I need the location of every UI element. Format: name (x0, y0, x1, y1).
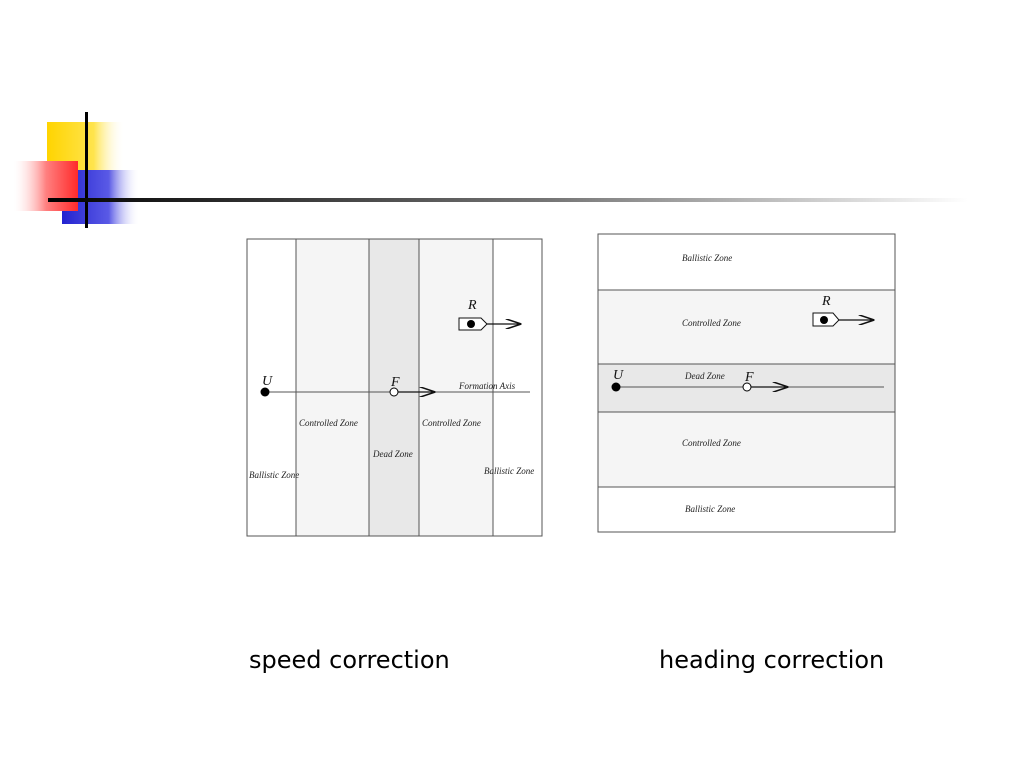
point-f-label: F (390, 375, 400, 390)
controlled-zone-left-label: Controlled Zone (299, 418, 358, 428)
ballistic-zone-left-label: Ballistic Zone (249, 470, 299, 480)
dead-zone-label: Dead Zone (372, 449, 413, 459)
controlled-zone-left (295, 238, 370, 537)
dead-zone-label: Dead Zone (684, 371, 725, 381)
ballistic-zone-right (492, 238, 543, 537)
header-rule (48, 198, 968, 202)
controlled-zone-top-label: Controlled Zone (682, 318, 741, 328)
logo-red-square (14, 161, 78, 211)
point-u-marker (260, 387, 270, 397)
controlled-zone-bottom-label: Controlled Zone (682, 438, 741, 448)
ballistic-zone-right-label: Ballistic Zone (484, 466, 534, 476)
ballistic-zone-bottom-label: Ballistic Zone (685, 504, 735, 514)
logo-vertical-line (85, 112, 88, 228)
ballistic-zone-bottom (597, 486, 896, 533)
ballistic-zone-top-label: Ballistic Zone (682, 253, 732, 263)
point-u-label: U (262, 374, 273, 389)
heading-correction-diagram: Ballistic Zone Controlled Zone Dead Zone… (590, 228, 902, 540)
controlled-zone-right-label: Controlled Zone (422, 418, 481, 428)
point-u-marker (611, 382, 621, 392)
controlled-zone-bottom (597, 411, 896, 488)
speed-correction-diagram: U F Formation Axis R Controlled Zone Con… (240, 234, 550, 542)
caption-heading-correction: heading correction (659, 646, 885, 674)
controlled-zone-top (597, 289, 896, 365)
formation-axis-label: Formation Axis (458, 381, 516, 391)
ballistic-zone-top (597, 233, 896, 291)
point-f-label: F (744, 370, 754, 385)
point-u-label: U (613, 368, 624, 383)
ballistic-zone-left (246, 238, 297, 537)
point-r-label: R (821, 294, 831, 309)
corner-logo (14, 112, 968, 228)
caption-speed-correction: speed correction (249, 646, 450, 674)
point-r-label: R (467, 298, 477, 313)
